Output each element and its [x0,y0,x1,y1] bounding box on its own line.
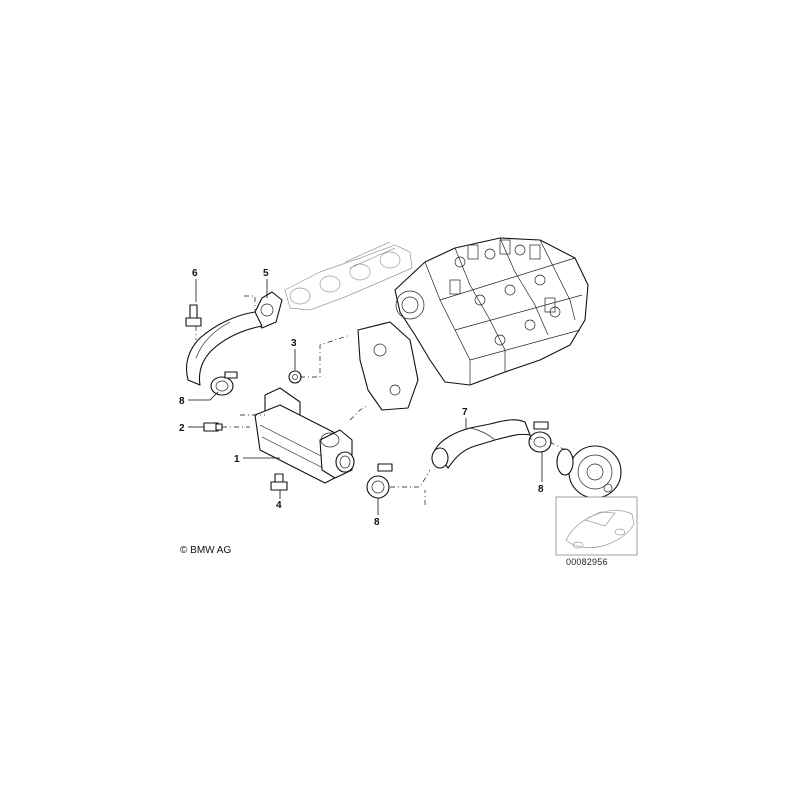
engine-block-illustration [394,237,589,386]
callout-8-upper: 8 [179,396,185,407]
egr-cooler-illustration [254,387,355,484]
pipe-7-illustration [431,419,531,469]
hose-clamp-right-illustration [528,421,552,453]
callout-labels: 6 5 3 8 2 1 4 8 7 8 [179,268,544,528]
bolt-4-illustration [270,473,288,491]
bracket-plate-illustration [357,321,419,411]
callout-2: 2 [179,423,185,434]
callout-5: 5 [263,268,269,279]
washer-3-illustration [288,370,302,384]
bolt-6-illustration [185,304,202,327]
callout-6: 6 [192,268,198,279]
callout-3: 3 [291,338,297,349]
document-number: 00082956 [566,557,608,567]
leader-lines [188,279,543,515]
callout-1: 1 [234,454,240,465]
copyright-label: © BMW AG [180,545,232,556]
intake-manifold-illustration [284,241,413,311]
hose-clamp-upper-illustration [210,371,238,396]
connection-lines [195,295,566,505]
callout-8-middle: 8 [374,517,380,528]
egr-valve-illustration [556,445,622,499]
hose-clamp-middle-illustration [366,463,393,499]
callout-7: 7 [462,407,468,418]
bolt-2-illustration [203,422,223,432]
callout-8-right: 8 [538,484,544,495]
callout-4: 4 [276,500,282,511]
egr-pipe-illustration [185,291,283,386]
vehicle-thumbnail [555,496,638,556]
